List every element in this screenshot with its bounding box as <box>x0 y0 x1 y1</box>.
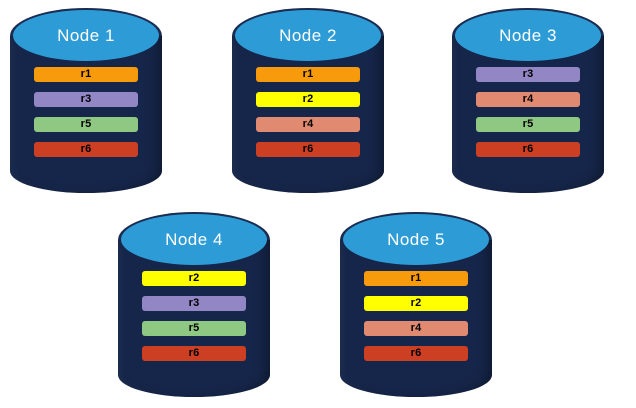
database-node-cylinder[interactable]: Node 4 r2 r3 r5 r6 <box>118 212 270 397</box>
node-label: Node 3 <box>499 25 557 45</box>
replica-bar[interactable]: r6 <box>364 346 468 361</box>
database-node-cylinder[interactable]: Node 2 r1 r2 r4 r6 <box>232 8 384 193</box>
replica-bar[interactable]: r5 <box>142 321 246 336</box>
cylinder-top-ellipse: Node 1 <box>13 10 159 61</box>
node-label: Node 5 <box>387 229 445 249</box>
replica-label: r4 <box>410 322 422 334</box>
cylinder-top-ellipse: Node 4 <box>121 214 267 265</box>
replica-label: r6 <box>410 347 422 359</box>
replica-label: r6 <box>80 143 92 155</box>
replica-bar[interactable]: r3 <box>142 296 246 311</box>
replica-stack: r1 r3 r5 r6 <box>34 67 138 157</box>
replica-bar[interactable]: r6 <box>142 346 246 361</box>
replica-label: r1 <box>302 68 314 80</box>
replica-label: r4 <box>522 93 534 105</box>
replica-bar[interactable]: r1 <box>256 67 360 82</box>
replica-label: r3 <box>80 93 92 105</box>
replica-label: r5 <box>188 322 200 334</box>
replica-bar[interactable]: r1 <box>34 67 138 82</box>
database-node-cylinder[interactable]: Node 5 r1 r2 r4 r6 <box>340 212 492 397</box>
replica-label: r5 <box>522 118 534 130</box>
replica-label: r2 <box>410 297 422 309</box>
replica-bar[interactable]: r2 <box>142 271 246 286</box>
cylinder-top-ellipse: Node 5 <box>343 214 489 265</box>
replica-stack: r1 r2 r4 r6 <box>256 67 360 157</box>
cylinder-top-ellipse: Node 2 <box>235 10 381 61</box>
cylinder-body <box>232 36 384 193</box>
replica-label: r2 <box>188 272 200 284</box>
cylinder-body <box>340 240 492 397</box>
replica-label: r1 <box>80 68 92 80</box>
replica-label: r1 <box>410 272 422 284</box>
replica-bar[interactable]: r5 <box>476 117 580 132</box>
replica-label: r3 <box>522 68 534 80</box>
replica-bar[interactable]: r1 <box>364 271 468 286</box>
replica-label: r6 <box>302 143 314 155</box>
replica-bar[interactable]: r3 <box>34 92 138 107</box>
replica-bar[interactable]: r2 <box>256 92 360 107</box>
replica-stack: r2 r3 r5 r6 <box>142 271 246 361</box>
replica-label: r6 <box>188 347 200 359</box>
node-label: Node 1 <box>57 25 115 45</box>
replica-bar[interactable]: r4 <box>364 321 468 336</box>
replica-bar[interactable]: r3 <box>476 67 580 82</box>
cylinder-body <box>10 36 162 193</box>
cylinder-body <box>118 240 270 397</box>
replica-label: r4 <box>302 118 314 130</box>
cylinder-top-ellipse: Node 3 <box>455 10 601 61</box>
replica-bar[interactable]: r6 <box>476 142 580 157</box>
replica-stack: r3 r4 r5 r6 <box>476 67 580 157</box>
cylinder-body <box>452 36 604 193</box>
replica-label: r5 <box>80 118 92 130</box>
replica-bar[interactable]: r6 <box>34 142 138 157</box>
database-node-cylinder[interactable]: Node 1 r1 r3 r5 r6 <box>10 8 162 193</box>
node-label: Node 4 <box>165 229 223 249</box>
node-label: Node 2 <box>279 25 337 45</box>
replica-label: r2 <box>302 93 314 105</box>
replica-stack: r1 r2 r4 r6 <box>364 271 468 361</box>
replica-bar[interactable]: r2 <box>364 296 468 311</box>
database-node-cylinder[interactable]: Node 3 r3 r4 r5 r6 <box>452 8 604 193</box>
replica-bar[interactable]: r5 <box>34 117 138 132</box>
replica-bar[interactable]: r4 <box>256 117 360 132</box>
replica-bar[interactable]: r6 <box>256 142 360 157</box>
replica-label: r3 <box>188 297 200 309</box>
replica-bar[interactable]: r4 <box>476 92 580 107</box>
replica-label: r6 <box>522 143 534 155</box>
